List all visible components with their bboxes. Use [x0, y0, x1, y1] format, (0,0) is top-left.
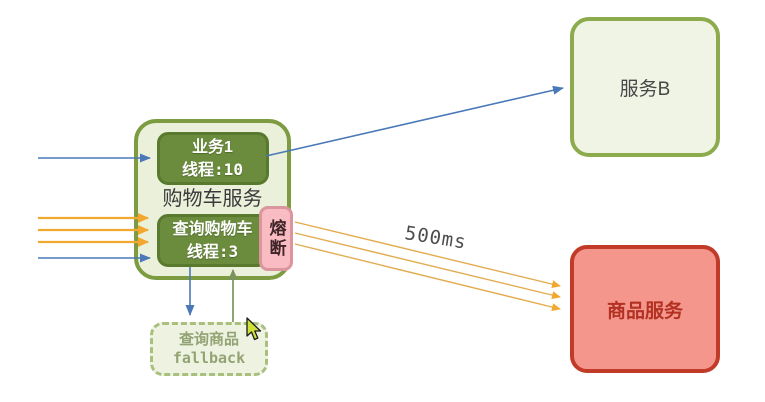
business1-threads: 线程:10	[182, 159, 243, 179]
fallback-title: 查询商品	[178, 330, 239, 348]
circuit-breaker-node: 熔断	[259, 206, 293, 271]
cart-service-node: 业务1 线程:10 购物车服务 查询购物车 线程:3	[134, 119, 291, 280]
query-cart-threads: 线程:3	[186, 241, 239, 261]
cart-service-title: 购物车服务	[162, 188, 263, 210]
query-cart-name: 查询购物车	[172, 221, 253, 239]
fallback-node: 查询商品 fallback	[150, 322, 268, 376]
arrow-business1-to-service-b	[265, 85, 564, 157]
service-b-label: 服务B	[619, 78, 671, 100]
query-cart-thread-pool-node: 查询购物车 线程:3	[156, 214, 269, 267]
product-service-node: 商品服务	[570, 245, 720, 373]
business1-name: 业务1	[192, 139, 233, 157]
latency-label: 500ms	[403, 222, 469, 254]
arrow-breaker-to-product-3	[294, 243, 561, 311]
business1-thread-pool-node: 业务1 线程:10	[156, 132, 269, 185]
product-service-label: 商品服务	[606, 300, 683, 322]
fallback-subtitle: fallback	[172, 349, 246, 367]
service-b-node: 服务B	[570, 17, 720, 157]
